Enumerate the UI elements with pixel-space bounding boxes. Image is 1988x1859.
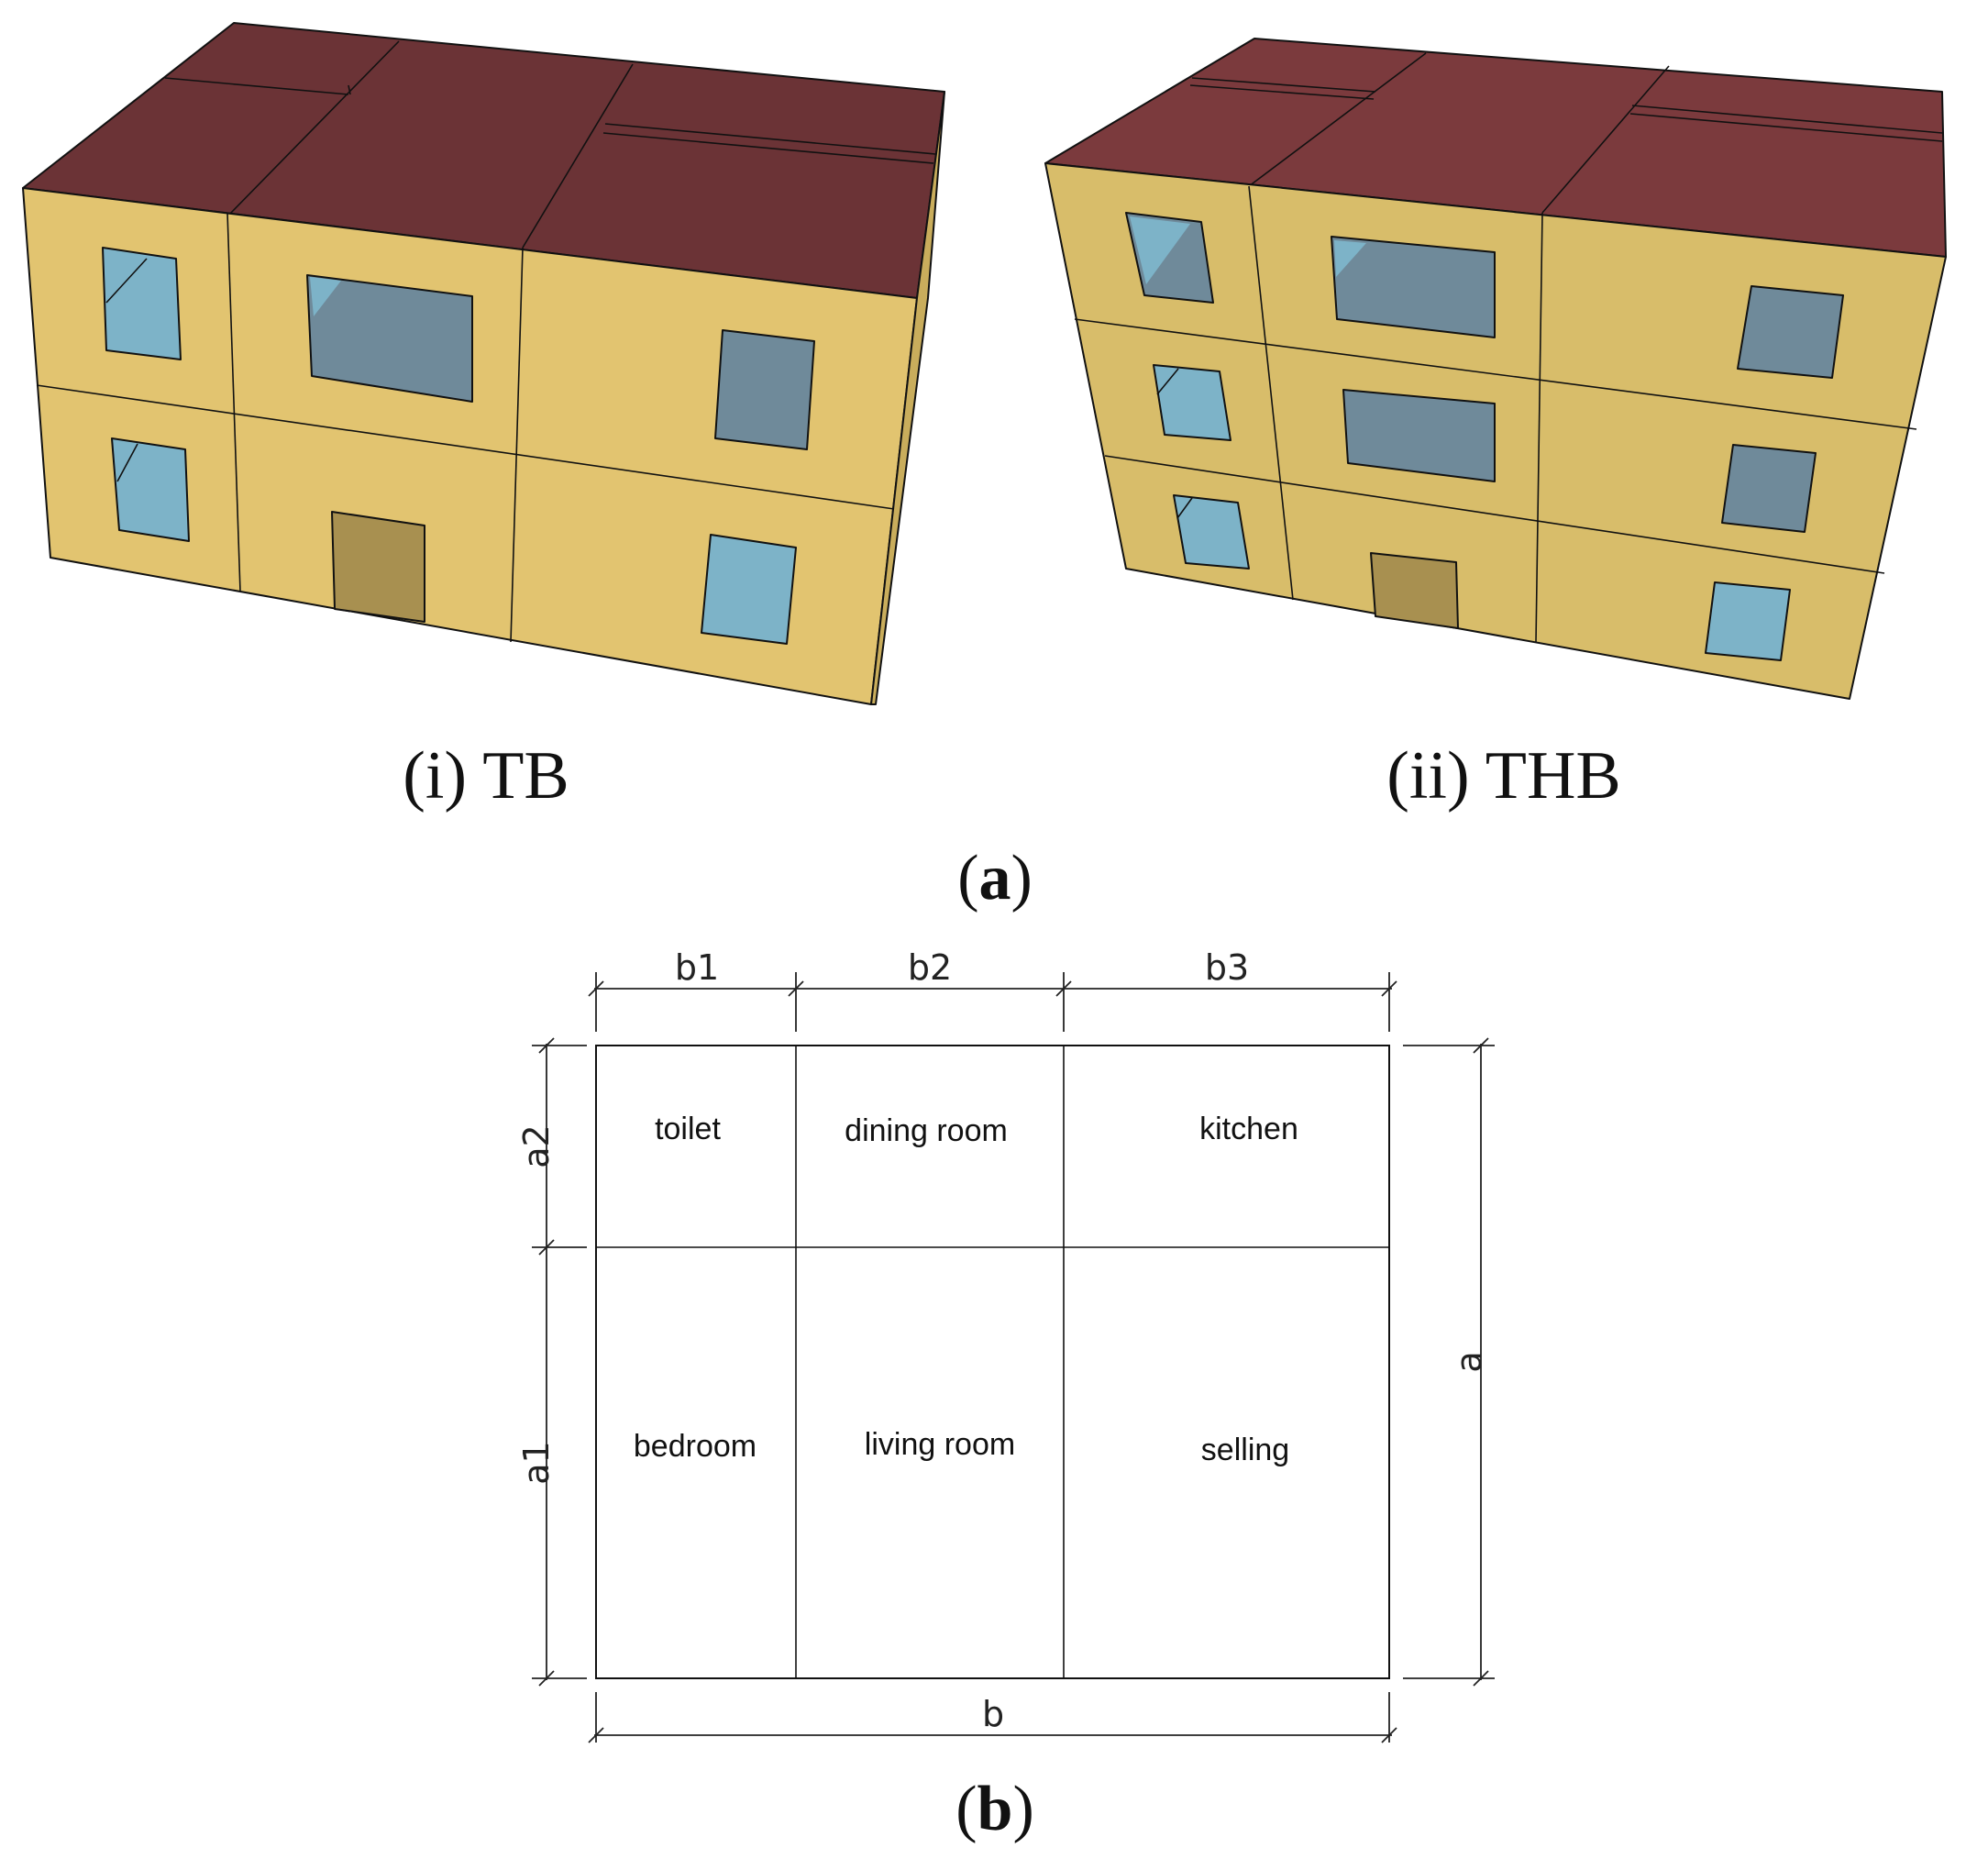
tb-window-glare [310,277,341,316]
tb-floor-line [36,384,895,510]
tb-roof-seam [164,77,349,95]
room-living-room: living room [865,1427,1015,1462]
building-tb [22,22,945,705]
thb-roof-seam [1629,113,1943,142]
thb-window [1737,285,1844,379]
thb-door [1370,552,1459,629]
thb-panel-divider [1248,185,1294,601]
dim-label-b: b [982,1694,1004,1734]
tb-window [714,329,815,450]
room-selling: selling [1201,1433,1289,1467]
floor-plan: b1 b2 b3 b a2 a1 [516,947,1495,1743]
thb-roof-seam [1191,77,1376,93]
tb-window-glare [116,443,138,482]
dim-right [1403,1037,1495,1687]
tb-panel-divider [510,247,524,643]
thb-window [1342,389,1496,482]
thb-roof-seam [1189,84,1375,100]
tb-roof-seam [602,132,934,164]
thb-floor-line [1074,318,1917,430]
tb-roof-seam [228,40,400,216]
tb-door [331,511,425,623]
room-bedroom: bedroom [634,1429,757,1464]
room-dining-room: dining room [845,1113,1008,1148]
plan-outline [595,1045,1390,1679]
tb-side-wall [870,91,945,705]
thb-window-glare [1156,368,1179,395]
dim-top [588,972,1397,1032]
thb-window [1705,581,1791,661]
tb-window [111,437,190,542]
dim-label-a: a [1449,1351,1489,1372]
tb-window-glare [105,258,148,304]
thb-roof-seam [1248,52,1427,187]
panel-a-label: (a) [957,843,1033,913]
thb-roof-seam [1631,105,1943,134]
thb-window [1331,236,1496,338]
dim-label-a2: a2 [516,1124,557,1167]
tb-caption: (i) TB [403,738,569,813]
room-toilet: toilet [655,1112,721,1146]
thb-window-glare [1176,497,1193,519]
tb-window [701,534,797,645]
dim-label-b3: b3 [1205,947,1249,988]
tb-roof-seam [348,84,351,95]
thb-roof-seam [1541,65,1670,214]
dim-label-b1: b1 [675,947,719,988]
thb-caption: (ii) THB [1386,738,1621,813]
thb-panel-divider [1535,212,1543,643]
tb-roof-seam [522,63,634,249]
thb-window-glare [1130,216,1190,284]
thb-floor-line [1104,455,1885,574]
tb-roof-seam [604,123,936,155]
dim-bottom [588,1692,1397,1743]
tb-panel-divider [226,212,241,592]
dim-left [532,1037,587,1687]
thb-window [1173,494,1250,570]
panel-a-letter: a [979,843,1011,913]
thb-window-glare [1334,240,1366,277]
building-thb [1044,38,1947,700]
panel-b-letter: b [977,1774,1013,1844]
thb-window [1153,364,1231,441]
thb-window [1721,444,1817,533]
panel-b-label: (b) [955,1774,1034,1844]
dim-label-a1: a1 [516,1441,557,1484]
room-kitchen: kitchen [1199,1112,1298,1146]
tb-window [102,247,182,360]
tb-window [306,274,473,403]
dim-label-b2: b2 [908,947,952,988]
